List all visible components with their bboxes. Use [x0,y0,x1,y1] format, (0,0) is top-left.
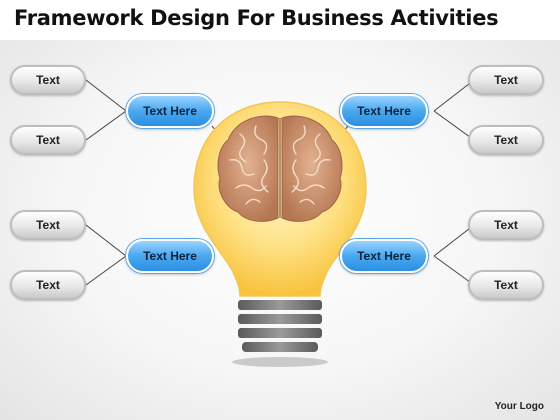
right-bottom-outer-node-2: Text [468,270,544,300]
connector-line [433,110,475,141]
left-top-outer-node-1: Text [10,65,86,95]
right-bottom-hub-node: Text Here [340,239,428,273]
connector-line [85,79,127,112]
page-title: Framework Design For Business Activities [14,6,499,30]
brain-icon [217,115,343,222]
connector-line [85,255,127,286]
connector-line [433,255,475,286]
left-top-hub-node: Text Here [126,94,214,128]
bulb-shadow [232,357,328,367]
connector-line [85,110,127,141]
logo-text: Your Logo [494,401,544,412]
right-top-hub-node: Text Here [340,94,428,128]
connector-line [85,224,127,257]
connector-line [433,224,475,257]
right-top-outer-node-2: Text [468,125,544,155]
right-top-outer-node-1: Text [468,65,544,95]
left-bottom-hub-node: Text Here [126,239,214,273]
bulb-base [238,300,322,352]
right-bottom-outer-node-1: Text [468,210,544,240]
left-bottom-outer-node-2: Text [10,270,86,300]
lightbulb-icon [193,101,367,367]
left-top-outer-node-2: Text [10,125,86,155]
connector-line [433,79,475,112]
left-bottom-outer-node-1: Text [10,210,86,240]
